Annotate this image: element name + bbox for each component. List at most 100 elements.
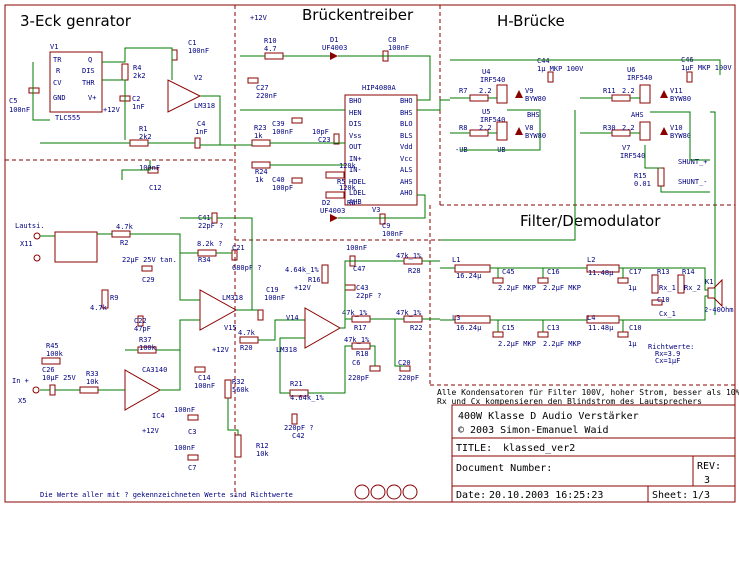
chip-pin-aho: AHO (400, 189, 413, 197)
ref-l3: L3 (452, 314, 460, 322)
wire (200, 95, 221, 146)
ref-v1: V1 (50, 43, 58, 51)
ref-r18: R18 (356, 350, 369, 358)
ref-c20: C20 (398, 359, 411, 367)
chip-pin-label: GND (53, 94, 66, 102)
ref-r34: R34 (198, 256, 211, 264)
chip-ca3140: CA3140 (142, 366, 167, 374)
ref-r12: R12 (256, 442, 269, 450)
supply-p12v-driver: +12V (250, 14, 268, 22)
ref-c4: C4 (197, 120, 205, 128)
val-c46: 1μF MKP 100V (681, 64, 732, 72)
chip-pin-blo: BLO (400, 120, 413, 128)
chip-pin-dis: DIS (349, 120, 362, 128)
capacitor-c6 (369, 365, 381, 372)
val-c27: 220nF (256, 92, 277, 100)
ref-c10: C10 (657, 296, 670, 304)
chip-pin-ahb: AHB (349, 198, 362, 206)
wire (460, 109, 541, 151)
chip-pin-label: CV (53, 79, 62, 87)
val-c8: 100nF (388, 44, 409, 52)
ref-c14: C14 (198, 374, 211, 382)
ref-r30: R30 (603, 124, 616, 132)
val-r34: 8.2k ? (197, 240, 222, 248)
val-r45: 100k (46, 350, 64, 358)
chip-pin-inp: IN+ (349, 155, 362, 163)
ref-c1: C1 (188, 39, 196, 47)
val-l2: 11.48μ (588, 269, 614, 277)
val-c20: 220pF (398, 374, 419, 382)
resistor-r2 (111, 230, 131, 238)
val-c5: 100nF (9, 106, 30, 114)
opamp-v14 (304, 307, 342, 349)
wire (619, 267, 708, 291)
val-r13: Rx_1 (659, 284, 676, 292)
diode-d1 (330, 52, 338, 60)
ref-r21: R21 (290, 380, 303, 388)
section-title-driver: Brückentreiber (302, 6, 414, 24)
ref-r16: R16 (308, 276, 321, 284)
wire (394, 319, 405, 367)
section-title-bridge: H-Brücke (497, 12, 565, 30)
wire (338, 194, 426, 219)
val-c29: 22μF 25V tan. (122, 256, 177, 264)
ref-c3: C3 (188, 428, 196, 436)
ref-c45: C45 (502, 268, 515, 276)
date-label: Date: (456, 490, 486, 501)
chip-pin-inm: IN- (349, 166, 362, 174)
ref-r5: R5 (337, 178, 345, 186)
val-c21: 680pF ? (232, 264, 262, 272)
ref-v8: V8 (525, 124, 533, 132)
capacitor-c14 (194, 366, 206, 373)
chip-lm318-c: LM318 (276, 346, 297, 354)
chip-pin-hen: HEN (349, 109, 362, 117)
chip-pin-ahs: AHS (400, 178, 413, 186)
diode-v11 (660, 90, 668, 98)
title-value: klassed_ver2 (503, 443, 575, 454)
ref-c13: C13 (547, 324, 560, 332)
ref-c27: C27 (256, 84, 269, 92)
val-c15: 2.2μF MKP (498, 340, 536, 348)
ref-c22: C22 (134, 317, 147, 325)
capacitor-c9 (379, 213, 386, 225)
chip-pin-vdd: Vdd (400, 143, 413, 151)
resistor-r33 (79, 386, 99, 394)
sheet-label: Sheet: (652, 490, 688, 501)
val-r16: 4.64k_1% (285, 266, 320, 274)
ref-r1: R1 (139, 125, 147, 133)
val-l1: 16.24μ (456, 272, 482, 280)
val-irf-u5: IRF540 (480, 116, 505, 124)
ref-c8: C8 (388, 36, 396, 44)
optocoupler (54, 231, 98, 263)
val-c9: 100nF (382, 230, 403, 238)
val-c41: 22pF ? (198, 222, 223, 230)
capacitor-c45 (492, 277, 504, 284)
capacitor-c27 (247, 77, 259, 84)
capacitor-c42 (291, 413, 298, 425)
richtwerte-title: Richtwerte: (648, 343, 694, 351)
capacitor-c15 (492, 331, 504, 338)
ref-r28: R28 (408, 267, 421, 275)
net-shunt-minus: SHUNT_- (678, 178, 708, 186)
wire (370, 345, 376, 366)
ref-x11: X11 (20, 240, 33, 248)
val-c40: 100pF (272, 184, 293, 192)
val-c4: 1nF (195, 128, 208, 136)
wire (450, 59, 721, 75)
val-r24: 1k (255, 176, 264, 184)
title-block-frame (451, 404, 736, 503)
mosfet-u6 (639, 84, 651, 104)
ref-r33: R33 (86, 370, 99, 378)
connector-in-label: In + (12, 377, 29, 385)
mosfet-u4 (496, 84, 508, 104)
ref-c42: C42 (292, 432, 305, 440)
richtwerte-cx: Cx=1μF (655, 357, 680, 365)
terminal-x11-2 (33, 254, 41, 262)
resistor-rx1 (651, 274, 659, 294)
chip-pin-out: OUT (349, 143, 362, 151)
val-r21: 4.64k_1% (290, 394, 325, 402)
val-c26: 10μF 25V (42, 374, 77, 382)
val-r2: 4.7k (116, 223, 134, 231)
capacitor-c21 (231, 249, 238, 261)
